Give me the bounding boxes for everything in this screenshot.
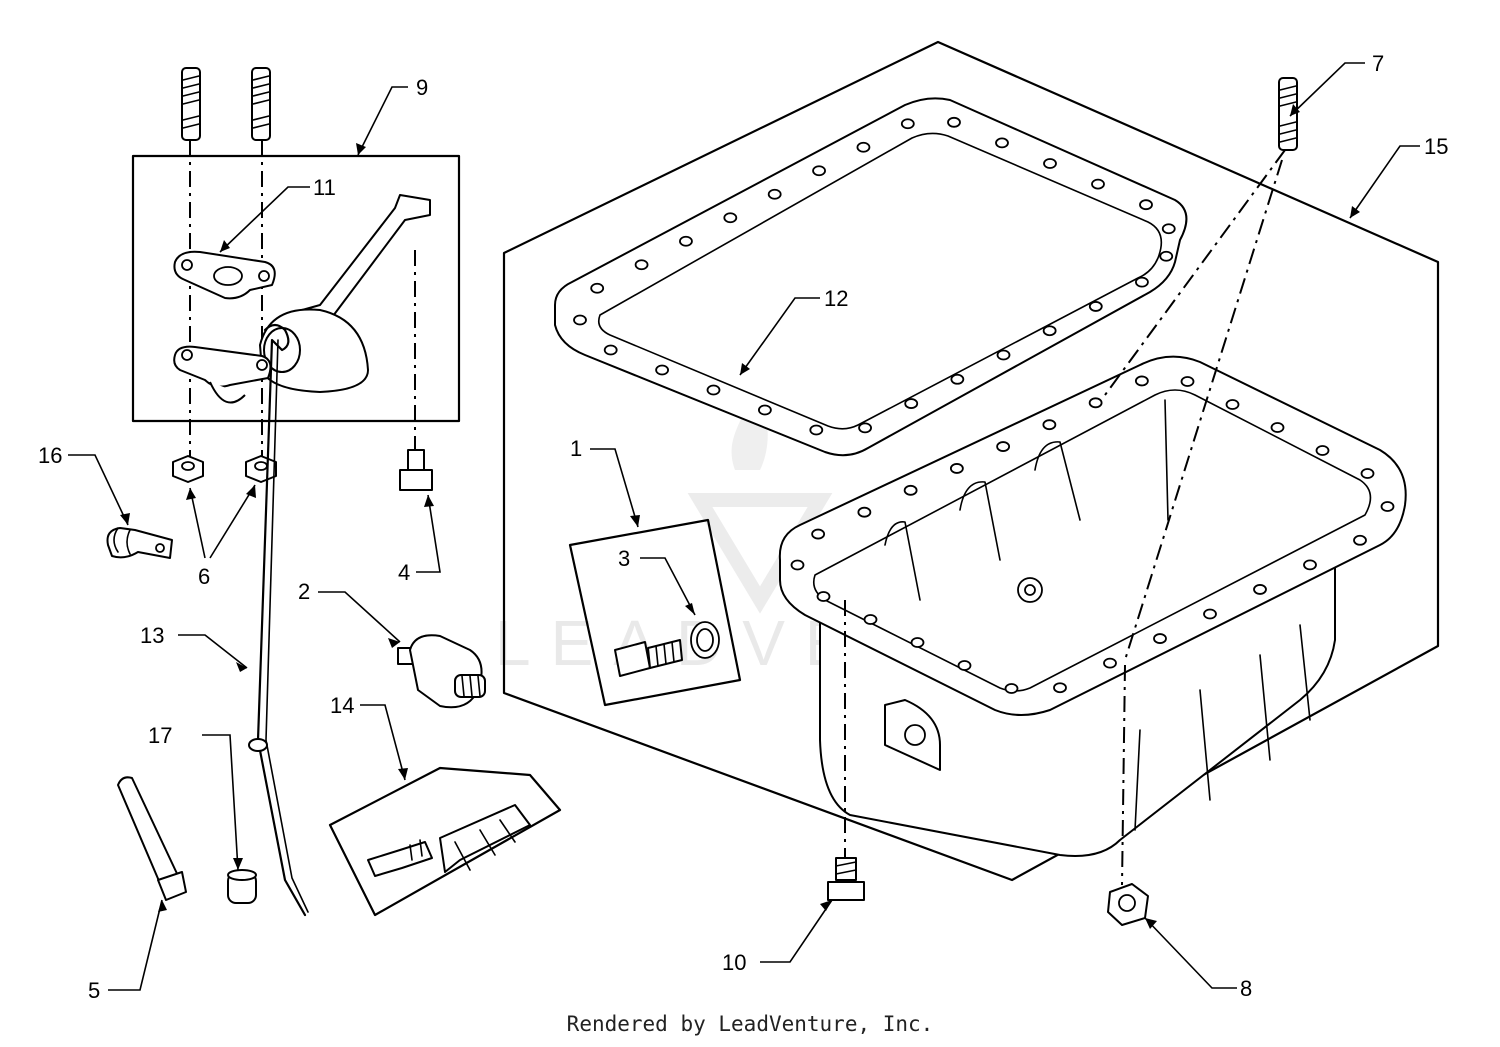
bolt-hole <box>949 463 964 474</box>
bolt-hole <box>590 282 605 294</box>
bolt-hole <box>811 528 826 540</box>
callout-13: 13 <box>140 623 164 648</box>
sleeve-17 <box>227 869 257 904</box>
centerline-stud-7 <box>1124 159 1283 661</box>
kit-9-box <box>131 154 461 423</box>
callout-14: 14 <box>330 693 354 718</box>
callout-15: 15 <box>1424 134 1448 159</box>
bolt-hole <box>957 660 972 671</box>
bolt-hole <box>812 165 826 177</box>
bolt-hole <box>903 484 918 496</box>
bolt-hole <box>856 141 871 153</box>
callout-labels: 1 2 3 4 5 6 7 8 9 10 11 12 13 14 15 16 1… <box>38 51 1448 1003</box>
bolt-hole <box>1180 376 1195 387</box>
bolt-hole <box>1360 468 1375 479</box>
bolt-hole <box>1315 445 1330 456</box>
bolt-hole <box>706 384 721 396</box>
callout-4: 4 <box>398 560 410 585</box>
bolt-hole <box>1004 683 1019 694</box>
centerline-nut-8 <box>1121 664 1126 886</box>
bolt-hole <box>1303 559 1317 571</box>
bolt-hole <box>634 259 649 271</box>
oil-pan <box>778 355 1407 857</box>
studs-top <box>181 67 271 141</box>
bolt-hole <box>857 506 872 518</box>
bolt-hole <box>767 188 782 200</box>
nuts-6 <box>172 455 277 483</box>
bolt-hole <box>1088 301 1103 312</box>
gasket-12 <box>554 97 1188 457</box>
bolt-hole <box>809 424 824 436</box>
callout-16: 16 <box>38 443 62 468</box>
pickup-tube-assembly <box>173 194 431 404</box>
footer-credit: Rendered by LeadVenture, Inc. <box>566 1012 934 1036</box>
callout-1: 1 <box>570 436 582 461</box>
callout-9: 9 <box>416 75 428 100</box>
bolt-hole <box>790 559 805 571</box>
callout-3: 3 <box>618 546 630 571</box>
clip-16 <box>106 527 173 559</box>
bolt-hole <box>816 591 831 602</box>
callout-arrowheads <box>120 104 1360 929</box>
bolt-hole <box>1043 158 1057 169</box>
bolt-hole <box>1253 584 1267 595</box>
tube-5 <box>117 776 187 901</box>
bolt-hole <box>679 235 693 247</box>
kit-outline-15 <box>502 40 1440 882</box>
bolt-hole <box>1091 178 1105 190</box>
nut-8 <box>1107 883 1149 926</box>
bolt-hole <box>1353 534 1367 546</box>
kit-14-box <box>328 766 562 917</box>
bolt-hole <box>1270 422 1285 433</box>
bolt-hole <box>900 118 915 130</box>
dipstick-13 <box>248 323 309 917</box>
bolt-hole <box>995 137 1009 149</box>
callout-10: 10 <box>722 950 746 975</box>
bolt-hole <box>1042 419 1057 431</box>
bolt-hole <box>1380 501 1395 512</box>
callout-leaders <box>68 62 1420 991</box>
bolt-hole <box>723 212 738 224</box>
callout-8: 8 <box>1240 976 1252 1001</box>
bolt-hole <box>655 364 669 376</box>
callout-6: 6 <box>198 564 210 589</box>
bolt-hole <box>910 637 925 648</box>
bolt-hole <box>1134 375 1149 387</box>
bolt-hole <box>1088 397 1103 409</box>
bolt-hole <box>947 116 961 128</box>
bolt-hole <box>1103 657 1117 669</box>
stud-7 <box>1278 77 1298 151</box>
bolt-hole <box>1161 223 1176 235</box>
bolt-hole <box>1053 682 1067 694</box>
drain-plug-10 <box>827 857 865 901</box>
bolt-hole <box>858 422 872 434</box>
bolt-hole <box>758 404 772 416</box>
bolt-hole <box>996 441 1011 452</box>
bolt-hole <box>1159 250 1174 262</box>
callout-7: 7 <box>1372 51 1384 76</box>
bolt-hole <box>603 344 618 356</box>
bolt-hole <box>1042 325 1057 337</box>
callout-5: 5 <box>88 978 100 1003</box>
callout-2: 2 <box>298 579 310 604</box>
callout-17: 17 <box>148 723 172 748</box>
centerline-stud-7-gasket <box>1104 149 1286 396</box>
bolt-hole <box>863 614 878 625</box>
bolt-hole <box>573 314 587 326</box>
sensor-2 <box>397 634 486 709</box>
kit-1-box <box>568 518 742 707</box>
bolt-hole <box>1203 608 1217 620</box>
bolt-hole <box>904 398 919 409</box>
callout-11: 11 <box>313 175 336 200</box>
bolt-hole <box>1139 199 1153 211</box>
bolt-hole <box>1135 276 1149 288</box>
bolt-hole <box>996 349 1011 361</box>
bolt-hole <box>1153 633 1167 644</box>
bolt-hole <box>1225 399 1240 410</box>
callout-12: 12 <box>824 286 848 311</box>
bolt-hole <box>950 373 965 385</box>
bolt-4 <box>399 449 433 491</box>
